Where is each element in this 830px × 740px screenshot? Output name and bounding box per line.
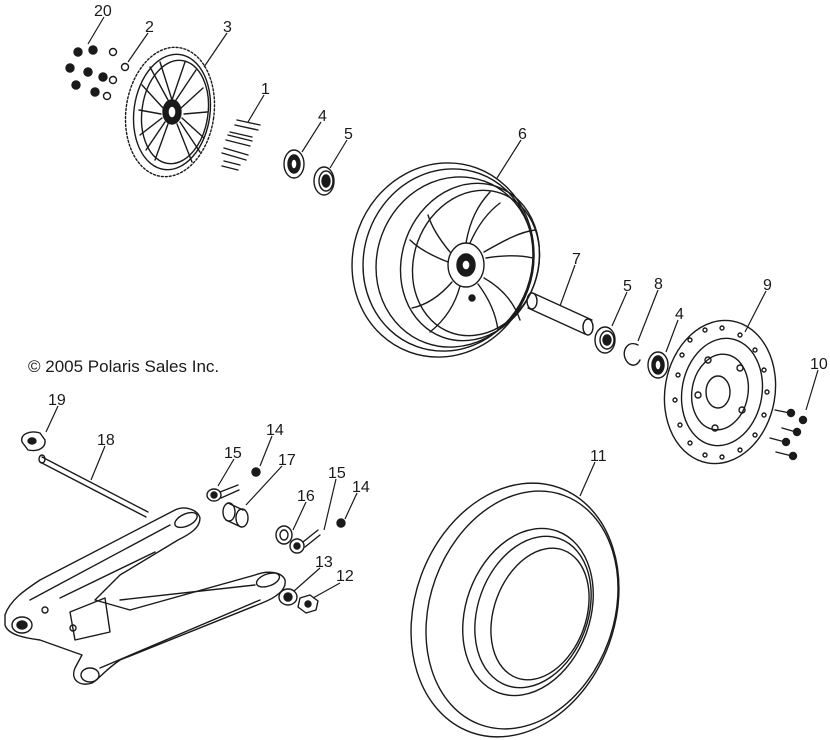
callout-15-lower: 15 <box>328 465 346 482</box>
callout-7: 7 <box>572 251 581 268</box>
swingarm <box>4 507 286 685</box>
callout-1: 1 <box>261 81 270 98</box>
part-19-adjuster <box>21 431 46 452</box>
part-18-axle <box>38 454 149 518</box>
part-12-nut <box>297 594 319 614</box>
callout-17: 17 <box>278 452 296 469</box>
callout-5-left: 5 <box>344 126 353 143</box>
leader-lines <box>45 16 819 599</box>
part-6-wheel-rim <box>351 162 541 358</box>
callout-19: 19 <box>48 392 66 409</box>
callout-9: 9 <box>763 277 772 294</box>
callout-14-upper: 14 <box>266 422 284 439</box>
part-2-washers <box>102 47 130 101</box>
part-14-nut-upper <box>251 467 261 477</box>
copyright-notice: © 2005 Polaris Sales Inc. <box>28 357 220 376</box>
callout-6: 6 <box>518 126 527 143</box>
callout-13: 13 <box>315 554 333 571</box>
part-8-circlip <box>623 343 641 366</box>
callout-16: 16 <box>297 488 315 505</box>
callout-3: 3 <box>223 19 232 36</box>
callout-14-lower: 14 <box>352 479 370 496</box>
part-5-bearing-left <box>313 166 335 196</box>
part-9-brake-disc <box>663 319 777 465</box>
callout-15-upper: 15 <box>224 445 242 462</box>
part-7-spacer-tube <box>526 292 594 336</box>
callout-2: 2 <box>145 19 154 36</box>
callout-4-right: 4 <box>675 306 684 323</box>
part-15-bolt-upper <box>206 484 240 502</box>
part-1-studs <box>221 119 261 171</box>
part-17-bushing <box>222 502 249 528</box>
callout-20: 20 <box>94 3 112 20</box>
part-13-washer <box>278 588 298 606</box>
callout-labels: 20 2 3 1 4 5 6 7 5 8 4 9 10 19 18 15 14 … <box>48 3 828 585</box>
callout-4-left: 4 <box>318 108 327 125</box>
callout-12: 12 <box>336 568 354 585</box>
part-4-seal-left <box>283 149 305 179</box>
part-14-nut-lower <box>336 518 346 528</box>
callout-5-right: 5 <box>623 278 632 295</box>
part-10-disc-bolts <box>769 408 808 461</box>
part-11-tire <box>410 482 620 738</box>
part-4-seal-right <box>647 351 669 379</box>
callout-8: 8 <box>654 276 663 293</box>
part-16-spacer <box>275 525 293 545</box>
callout-18: 18 <box>97 432 115 449</box>
callout-10: 10 <box>810 356 828 373</box>
callout-11: 11 <box>590 448 607 465</box>
part-15-bolt-lower <box>289 529 321 554</box>
part-5-bearing-right <box>594 326 616 354</box>
part-3-sprocket <box>124 46 216 178</box>
part-20-nuts <box>65 45 108 97</box>
